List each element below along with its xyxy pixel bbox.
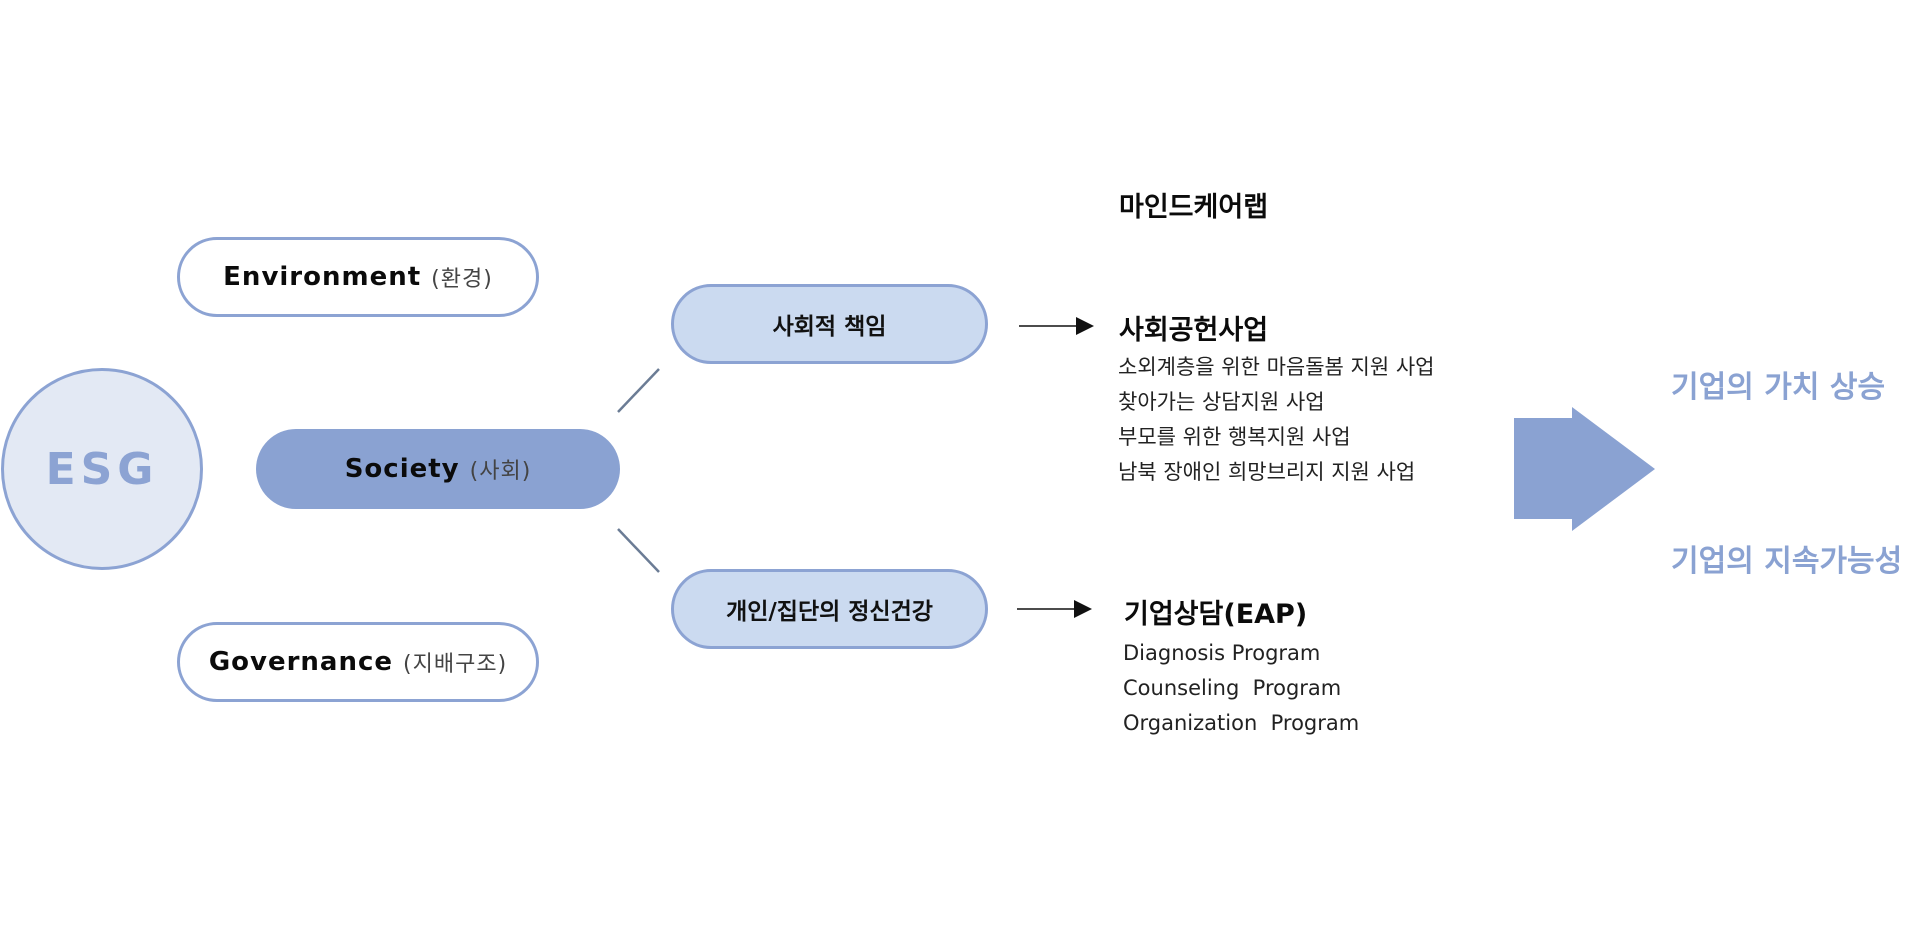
big-right-arrow [1514,407,1655,531]
result-value-increase: 기업의 가치 상승 [1671,370,1886,405]
list-item: 남북 장애인 희망브리지 지원 사업 [1118,460,1416,484]
arrow-head-eap [1074,600,1092,618]
social-responsibility-label: 사회적 책임 [772,314,887,340]
governance-pill: Governance (지배구조) [177,622,539,702]
connector-society-to-mental-health [617,528,660,573]
social-contribution-list: 소외계층을 위한 마음돌봄 지원 사업 찾아가는 상담지원 사업 부모를 위한 … [1118,350,1435,490]
mental-health-label: 개인/집단의 정신건강 [726,599,933,625]
connector-society-to-social-responsibility [617,368,660,413]
society-sublabel: (사회) [469,459,532,484]
environment-label: Environment [223,262,422,292]
list-item: Organization Program [1123,711,1360,735]
environment-sublabel: (환경) [431,267,493,292]
social-responsibility-pill: 사회적 책임 [671,284,988,364]
environment-pill: Environment (환경) [177,237,539,317]
society-pill: Society (사회) [256,429,620,509]
social-contribution-title: 사회공헌사업 [1119,315,1269,346]
list-item: 부모를 위한 행복지원 사업 [1118,425,1351,449]
list-item: Diagnosis Program [1123,641,1321,665]
arrow-head-social [1076,317,1094,335]
eap-list: Diagnosis Program Counseling Program Org… [1123,636,1359,741]
governance-sublabel: (지배구조) [403,652,508,677]
esg-circle: ESG [1,368,203,570]
company-name: 마인드케어랩 [1119,192,1269,223]
esg-label: ESG [45,443,159,495]
eap-title: 기업상담(EAP) [1124,599,1308,630]
governance-label: Governance [208,647,394,677]
mental-health-pill: 개인/집단의 정신건강 [671,569,988,649]
result-sustainability: 기업의 지속가능성 [1671,544,1903,579]
list-item: 소외계층을 위한 마음돌봄 지원 사업 [1118,355,1435,379]
list-item: Counseling Program [1123,676,1342,700]
list-item: 찾아가는 상담지원 사업 [1118,390,1325,414]
society-label: Society [344,454,460,484]
